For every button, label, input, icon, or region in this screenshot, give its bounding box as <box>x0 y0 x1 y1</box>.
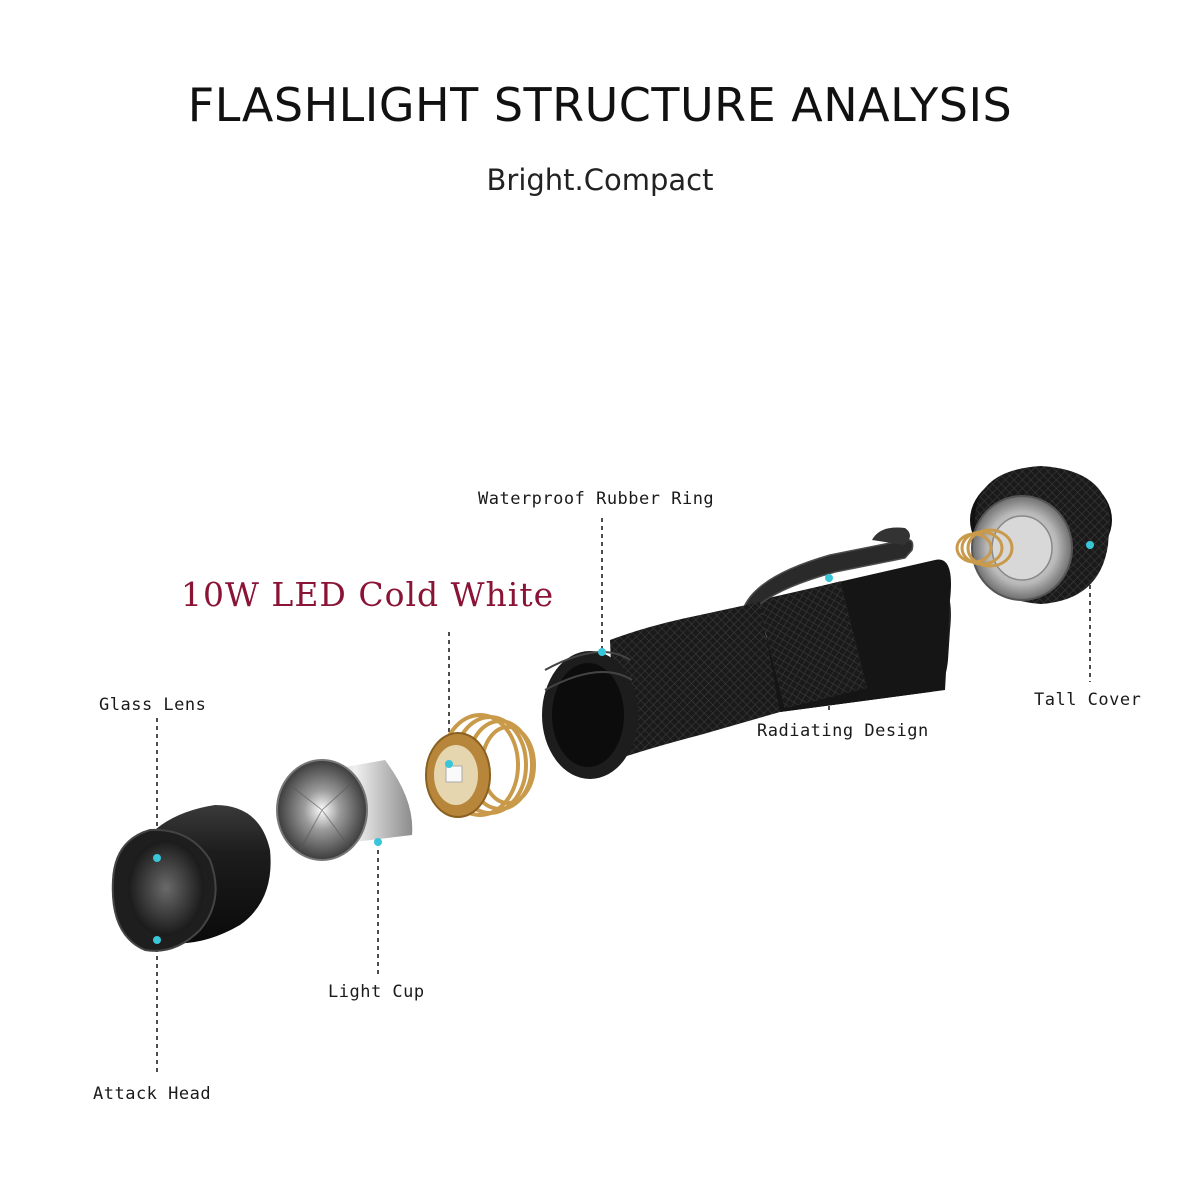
page-subtitle: Bright.Compact <box>486 163 714 197</box>
dot-attack-head <box>153 936 161 944</box>
led-spec-highlight: 10W LED Cold White <box>181 575 555 614</box>
attack-head-part <box>111 805 271 952</box>
dot-light-cup <box>374 838 382 846</box>
dot-radiating-design <box>825 574 833 582</box>
label-radiating-design: Radiating Design <box>757 721 929 741</box>
dot-glass-lens <box>153 854 161 862</box>
body-tube-part <box>542 527 951 779</box>
label-glass-lens: Glass Lens <box>99 695 207 715</box>
led-module-part <box>425 713 536 818</box>
label-tall-cover: Tall Cover <box>1034 690 1142 710</box>
label-attack-head: Attack Head <box>93 1084 212 1104</box>
tail-cover-part <box>955 466 1112 604</box>
dot-waterproof-ring <box>598 648 606 656</box>
dot-tall-cover <box>1086 541 1094 549</box>
label-light-cup: Light Cup <box>328 982 425 1002</box>
page-title: FLASHLIGHT STRUCTURE ANALYSIS <box>187 78 1013 132</box>
marker-dots <box>153 541 1094 944</box>
label-waterproof-rubber-ring: Waterproof Rubber Ring <box>478 489 715 509</box>
light-cup-part <box>276 759 413 861</box>
dot-led <box>445 760 453 768</box>
